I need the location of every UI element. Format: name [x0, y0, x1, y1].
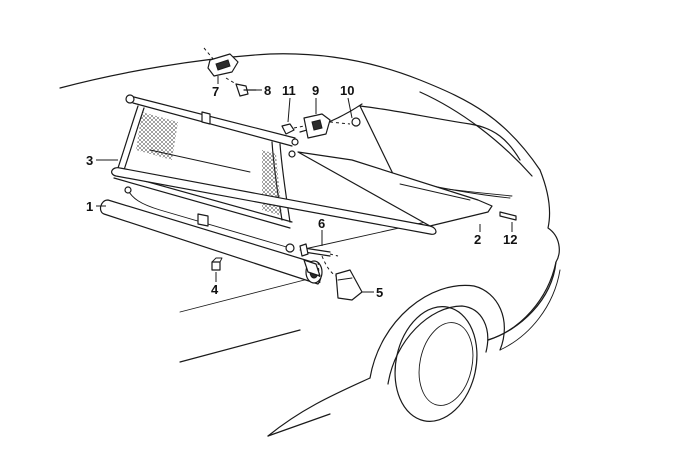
leader-lines [96, 89, 513, 293]
callout-5: 5 [376, 285, 383, 300]
callout-7: 7 [212, 84, 219, 99]
clip-part-7 [203, 47, 239, 84]
nut-part-11 [281, 123, 305, 135]
callout-11: 11 [282, 83, 296, 98]
callout-4: 4 [211, 282, 219, 297]
roller-blind-icon [99, 186, 323, 285]
callout-2: 2 [474, 232, 481, 247]
callout-12: 12 [503, 232, 517, 247]
callout-3: 3 [86, 153, 93, 168]
callout-10: 10 [340, 83, 354, 98]
callout-labels: 1 2 3 4 5 6 7 8 9 10 11 12 [86, 83, 517, 300]
clip-part-4 [211, 257, 223, 271]
cargo-net-icon [111, 94, 299, 229]
screw-part-8 [225, 77, 257, 97]
callout-6: 6 [318, 216, 325, 231]
strip-part-12 [499, 211, 517, 221]
screw-part-10 [329, 117, 361, 127]
bolt-part-6 [299, 243, 339, 285]
callout-9: 9 [312, 83, 319, 98]
callout-8: 8 [264, 83, 271, 98]
callout-1: 1 [86, 199, 93, 214]
cover-part-5 [321, 255, 363, 301]
bracket-part-9 [303, 113, 331, 139]
shelf-rail-part-2 [111, 151, 493, 235]
car-outline-icon [59, 53, 561, 437]
